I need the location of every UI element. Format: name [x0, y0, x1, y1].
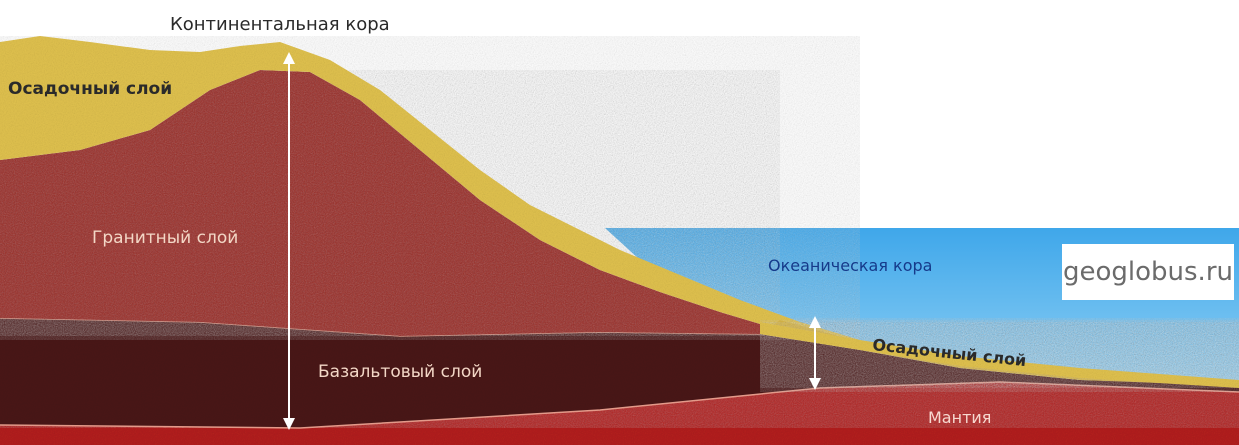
- label-continental-crust: Континентальная кора: [170, 14, 390, 35]
- label-granite-layer: Гранитный слой: [92, 228, 238, 248]
- label-mantle: Мантия: [928, 408, 991, 427]
- label-sedimentary-upper: Осадочный слой: [8, 79, 172, 99]
- watermark: geoglobus.ru: [1062, 244, 1234, 300]
- label-basalt-layer: Базальтовый слой: [318, 362, 482, 382]
- label-oceanic-crust: Океаническая кора: [768, 256, 932, 275]
